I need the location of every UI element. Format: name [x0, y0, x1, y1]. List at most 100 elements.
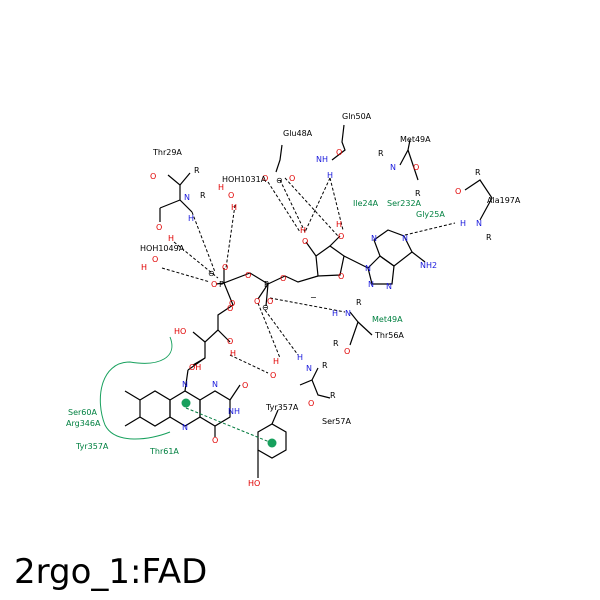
residue-label-hydrophobic: Gly25A [416, 210, 445, 219]
atom-p: P [264, 280, 269, 289]
atom-r: R [415, 189, 421, 198]
atom-oh: OH [189, 363, 201, 372]
atom-n: N [182, 423, 188, 432]
atom-p: P [219, 280, 224, 289]
atom-o: O [228, 191, 234, 200]
hydrophobic-contact-arc [99, 336, 173, 440]
atom-o: O [212, 436, 218, 445]
atom-h: H [300, 226, 306, 235]
atom-o: O [308, 399, 314, 408]
ring-centroid-tyr [267, 438, 277, 448]
atom-o: O [222, 263, 228, 272]
residue-sticks [159, 124, 493, 478]
atom-o: O [227, 304, 233, 313]
atom-n: N [371, 234, 377, 243]
atom-o: O [227, 337, 233, 346]
atom-n: N [184, 193, 190, 202]
atom-n: N [345, 309, 351, 318]
hydrophobic-label: Ser60A [68, 408, 97, 417]
ligand-title: 2rgo_1:FAD [14, 552, 208, 592]
atom-o: O [270, 371, 276, 380]
atom-r: R [200, 191, 206, 200]
atom-o: O [413, 163, 419, 172]
atom-h: H [327, 171, 333, 180]
ring-centroid-flavin [181, 398, 191, 408]
atom-r: R [378, 149, 384, 158]
atom-o: O [242, 381, 248, 390]
atom-o: O [455, 187, 461, 196]
minus-sign: ⊖ [262, 303, 269, 312]
atom-o: O [245, 271, 251, 280]
atom-r: R [322, 361, 328, 370]
atom-nh: NH [228, 407, 240, 416]
atom-r: R [356, 298, 362, 307]
atom-n: N [306, 364, 312, 373]
atom-r: R [486, 233, 492, 242]
atom-o: O [156, 223, 162, 232]
residue-label: Thr56A [374, 331, 404, 340]
atom-n: N [390, 163, 396, 172]
residue-label-hydrophobic: Ile24A [353, 199, 379, 208]
atom-nh: NH [316, 155, 328, 164]
residue-label: Tyr357A [265, 403, 299, 412]
atom-n: N [368, 280, 374, 289]
atom-h: H [168, 234, 174, 243]
atom-o: O [211, 280, 217, 289]
atom-r: R [330, 391, 336, 400]
atom-o: O [152, 255, 158, 264]
residue-label: Ala197A [487, 196, 521, 205]
atom-o: O [338, 232, 344, 241]
atom-o: O [289, 174, 295, 183]
residue-label: HOH1049A [140, 244, 185, 253]
atom-n: N [182, 380, 188, 389]
atom-ho: HO [174, 327, 186, 336]
adenosine-diphosphate [215, 229, 426, 307]
dash-sign: − [310, 293, 317, 302]
atom-h: H [218, 183, 224, 192]
atom-h: H [460, 219, 466, 228]
atom-h: H [231, 203, 237, 212]
atom-h: H [230, 349, 236, 358]
minus-sign: ⊖ [208, 269, 215, 278]
hydrophobic-label: Arg346A [66, 419, 101, 428]
atom-r: R [194, 166, 200, 175]
atom-r: R [475, 168, 481, 177]
residue-labels: Thr29A Glu48A Gln50A Met49A Ala197A HOH1… [66, 112, 521, 456]
atom-nh2: NH2 [420, 261, 437, 270]
atom-h: H [332, 309, 338, 318]
atom-o: O [338, 272, 344, 281]
residue-label: Met49A [400, 135, 431, 144]
atom-n: N [386, 282, 392, 291]
atom-o: O [262, 174, 268, 183]
atom-h: H [188, 214, 194, 223]
atom-o: O [254, 297, 260, 306]
isoalloxazine-ring [124, 369, 241, 437]
atom-ho: HO [248, 479, 260, 488]
atom-o: O [302, 237, 308, 246]
atom-o: O [336, 148, 342, 157]
pi-stacking-line [185, 407, 273, 444]
residue-label: Thr29A [152, 148, 182, 157]
atom-r: R [333, 339, 339, 348]
hydrophobic-label: Thr61A [149, 447, 179, 456]
atom-o: O [344, 347, 350, 356]
atom-n: N [402, 234, 408, 243]
residue-label-hydrophobic: Met49A [372, 315, 403, 324]
atom-o: O [150, 172, 156, 181]
atom-n: N [365, 264, 371, 273]
atom-n: N [212, 380, 218, 389]
hydrophobic-label: Tyr357A [75, 442, 109, 451]
residue-label: Gln50A [342, 112, 372, 121]
atom-o: O [229, 299, 235, 308]
residue-label-hydrophobic: Ser232A [387, 199, 422, 208]
ribityl-chain [187, 304, 234, 371]
atom-h: H [297, 353, 303, 362]
hydrogen-bonds [161, 177, 456, 374]
residue-label: HOH1031A [222, 175, 267, 184]
atom-h: H [141, 263, 147, 272]
atom-h: H [336, 220, 342, 229]
atom-o: O [267, 297, 273, 306]
minus-sign: ⊖ [276, 176, 283, 185]
atom-h: H [273, 357, 279, 366]
